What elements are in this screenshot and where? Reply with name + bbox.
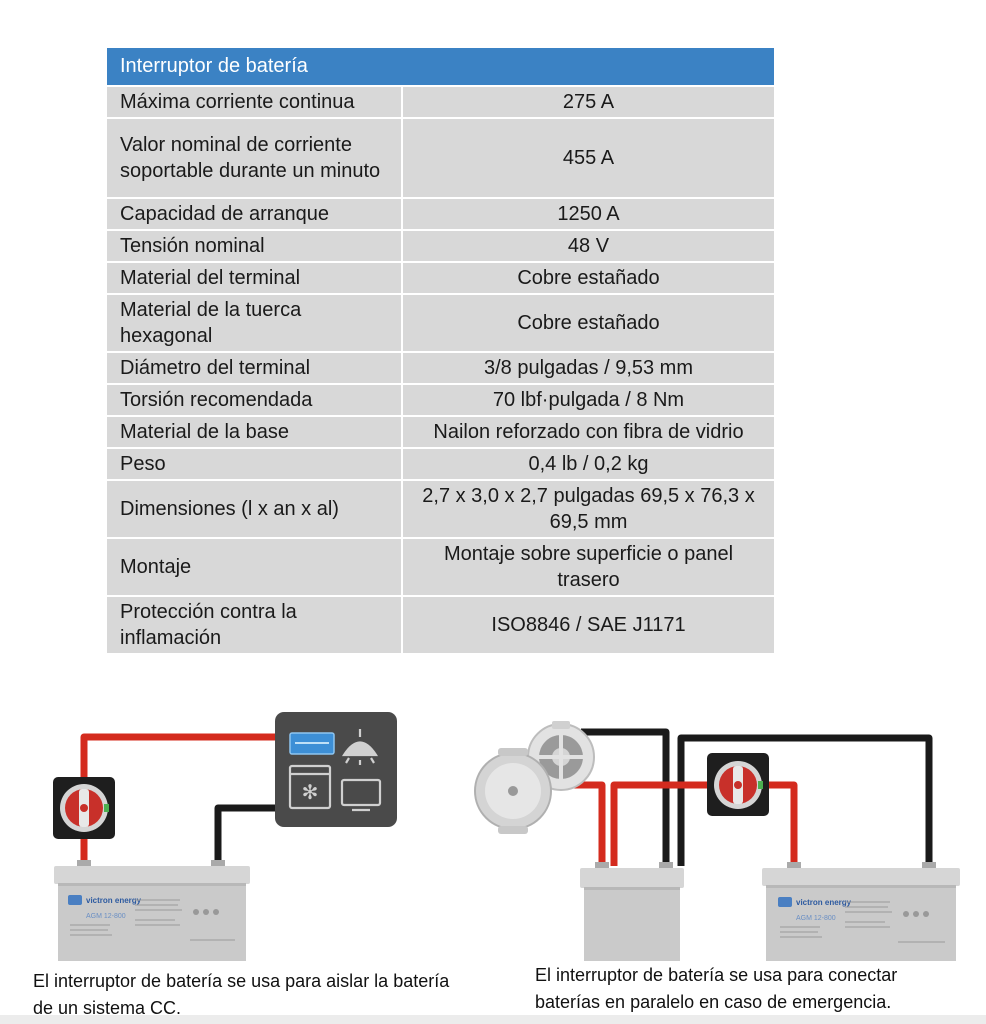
parallel-diagram: victron energy AGM 12-800 (474, 721, 960, 961)
row-value: Montaje sobre superficie o panel trasero (401, 537, 774, 597)
table-row: Valor nominal de corriente soportable du… (107, 117, 774, 199)
row-label: Material de la tuerca hexagonal (107, 293, 402, 353)
table-title: Interruptor de batería (107, 48, 774, 87)
battery-model: AGM 12-800 (796, 915, 836, 922)
spec-table: Interruptor de batería Máxima corriente … (107, 48, 774, 655)
row-value: 0,4 lb / 0,2 kg (401, 447, 774, 481)
row-value: 70 lbf·pulgada / 8 Nm (401, 383, 774, 417)
row-label: Capacidad de arranque (107, 197, 402, 231)
page-edge (0, 1015, 986, 1024)
row-label: Torsión recomendada (107, 383, 402, 417)
row-value: Cobre estañado (401, 293, 774, 353)
row-value: 455 A (401, 117, 774, 199)
lamp-icon (341, 729, 379, 765)
dc-loads-panel: ✻ (275, 712, 397, 827)
battery-brand: victron energy (86, 896, 142, 905)
isolation-diagram: ✻ victron energy AGM 12-800 (53, 712, 397, 961)
table-row: Dimensiones (l x an x al)2,7 x 3,0 x 2,7… (107, 479, 774, 539)
red-cable-starter (610, 781, 712, 866)
row-label: Material de la base (107, 415, 402, 449)
row-label: Diámetro del terminal (107, 351, 402, 385)
row-value: 48 V (401, 229, 774, 263)
row-label: Valor nominal de corriente soportable du… (107, 117, 402, 199)
row-value: Nailon reforzado con fibra de vidrio (401, 415, 774, 449)
row-label: Peso (107, 447, 402, 481)
row-value: ISO8846 / SAE J1171 (401, 595, 774, 655)
row-label: Tensión nominal (107, 229, 402, 263)
row-label: Dimensiones (l x an x al) (107, 479, 402, 539)
fridge-icon: ✻ (288, 764, 332, 810)
caption-isolation: El interruptor de batería se usa para ai… (33, 971, 450, 1018)
row-label: Montaje (107, 537, 402, 597)
red-cable-alternator (563, 781, 606, 866)
battery-starter (580, 862, 684, 961)
row-label: Material del terminal (107, 261, 402, 295)
tv-icon (340, 778, 382, 812)
battery-switch (707, 753, 769, 816)
row-value: 2,7 x 3,0 x 2,7 pulgadas 69,5 x 76,3 x 6… (401, 479, 774, 539)
battery-switch (53, 777, 115, 839)
red-cable-house (764, 781, 798, 866)
red-cable (80, 733, 280, 862)
row-value: 3/8 pulgadas / 9,53 mm (401, 351, 774, 385)
row-label: Máxima corriente continua (107, 85, 402, 119)
table-header-row: Interruptor de batería (107, 48, 774, 87)
black-cable-house (677, 734, 933, 866)
row-value: 1250 A (401, 197, 774, 231)
row-value: 275 A (401, 85, 774, 119)
battery-house: victron energy AGM 12-800 (762, 862, 960, 961)
black-cable-starter (581, 728, 670, 866)
row-label: Protección contra la inflamación (107, 595, 402, 655)
battery-left: victron energy AGM 12-800 (54, 860, 250, 961)
starter-motor-icon (474, 748, 552, 834)
svg-text:✻: ✻ (302, 780, 319, 804)
black-cable (214, 804, 280, 862)
row-value: Cobre estañado (401, 261, 774, 295)
caption-parallel: El interruptor de batería se usa para co… (535, 965, 898, 1012)
battery-brand: victron energy (796, 898, 852, 907)
battery-model: AGM 12-800 (86, 913, 126, 920)
